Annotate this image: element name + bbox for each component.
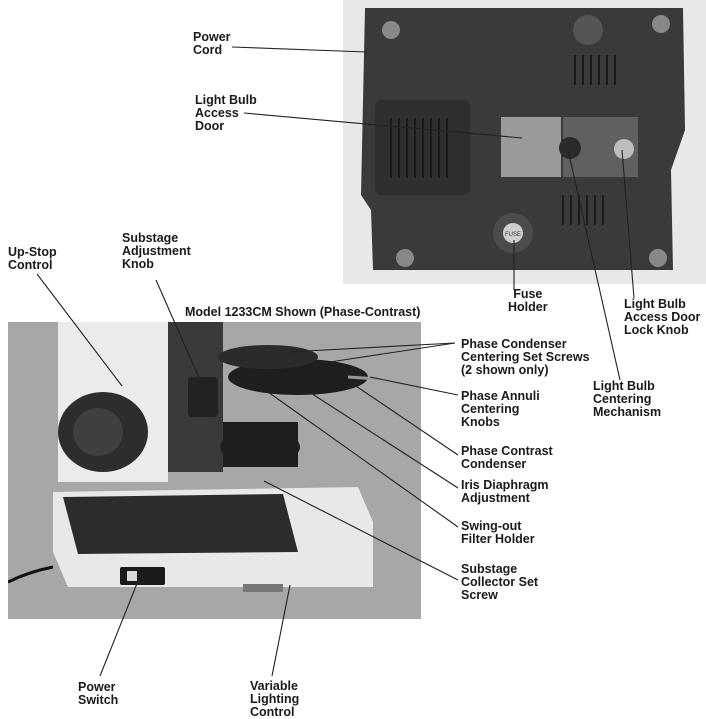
label-iris-diaphragm: Iris Diaphragm Adjustment	[461, 478, 549, 505]
label-substage-collector-screw: Substage Collector Set Screw	[461, 562, 539, 602]
label-swing-out-filter: Swing-out Filter Holder	[461, 519, 535, 546]
leader-condenser-screw-1	[286, 342, 456, 353]
label-up-stop-control: Up-Stop Control	[8, 245, 57, 272]
leader-phase-annuli-knobs	[369, 376, 459, 396]
light-bulb-access-door	[501, 117, 561, 177]
substage-adjustment-knob	[188, 377, 218, 417]
base-top-panel	[63, 494, 298, 554]
leader-condenser-screw-2	[329, 342, 456, 363]
fuse-cap-text: FUSE	[505, 232, 521, 238]
label-variable-lighting: Variable Lighting Control	[250, 679, 300, 719]
leader-phase-contrast-condenser	[349, 381, 459, 456]
condenser-top	[218, 345, 318, 369]
door-lock-knob	[614, 139, 634, 159]
base-underside-drawing: FUSE	[343, 0, 706, 284]
rubber-foot	[396, 249, 414, 267]
figure-caption: Model 1233CM Shown (Phase-Contrast)	[185, 305, 421, 319]
microscope-front-photo	[8, 322, 421, 619]
leader-light-bulb-access-door	[243, 112, 523, 139]
label-substage-adjustment-knob: Substage Adjustment Knob	[122, 231, 191, 271]
lighting-control-wheel	[243, 584, 283, 592]
leader-access-door-lock-knob	[621, 149, 635, 299]
label-light-bulb-access-door: Light Bulb Access Door	[195, 93, 257, 133]
rubber-foot	[382, 21, 400, 39]
label-phase-contrast-condenser: Phase Contrast Condenser	[461, 444, 553, 471]
leader-iris-diaphragm	[302, 387, 459, 489]
rubber-foot	[652, 15, 670, 33]
power-switch-rocker	[127, 571, 137, 581]
leader-substage-collector-screw	[263, 480, 459, 581]
rear-knob	[573, 15, 603, 45]
leader-power-cord	[231, 46, 368, 53]
vent-slots-bottom-right	[562, 195, 604, 225]
label-fuse-holder: Fuse Holder	[508, 287, 548, 314]
leader-variable-lighting	[271, 584, 291, 677]
leader-up-stop-control	[36, 273, 123, 387]
power-cord	[8, 565, 54, 584]
microscope-front-drawing	[8, 322, 421, 619]
base-underside-photo: FUSE	[343, 0, 706, 284]
vent-slots-left	[390, 118, 448, 178]
label-access-door-lock-knob: Light Bulb Access Door Lock Knob	[624, 297, 701, 337]
leader-swing-out-filter	[267, 391, 459, 528]
label-power-switch: Power Switch	[78, 680, 119, 707]
leader-substage-adjustment-knob	[155, 279, 204, 388]
fine-focus-knob	[73, 408, 123, 456]
collector-body	[223, 422, 298, 467]
leader-power-switch	[99, 575, 141, 677]
leader-centering-mechanism	[567, 149, 621, 381]
label-phase-condenser-screws: Phase Condenser Centering Set Screws (2 …	[461, 337, 590, 377]
fuse-cap	[503, 223, 523, 243]
label-centering-mechanism: Light Bulb Centering Mechanism	[593, 379, 662, 419]
label-phase-annuli-knobs: Phase Annuli Centering Knobs	[461, 389, 540, 429]
rubber-foot	[649, 249, 667, 267]
centering-knob	[559, 137, 581, 159]
vent-slots-top-right	[574, 55, 616, 85]
label-power-cord: Power Cord	[193, 30, 231, 57]
annuli-centering-knob	[347, 375, 379, 381]
